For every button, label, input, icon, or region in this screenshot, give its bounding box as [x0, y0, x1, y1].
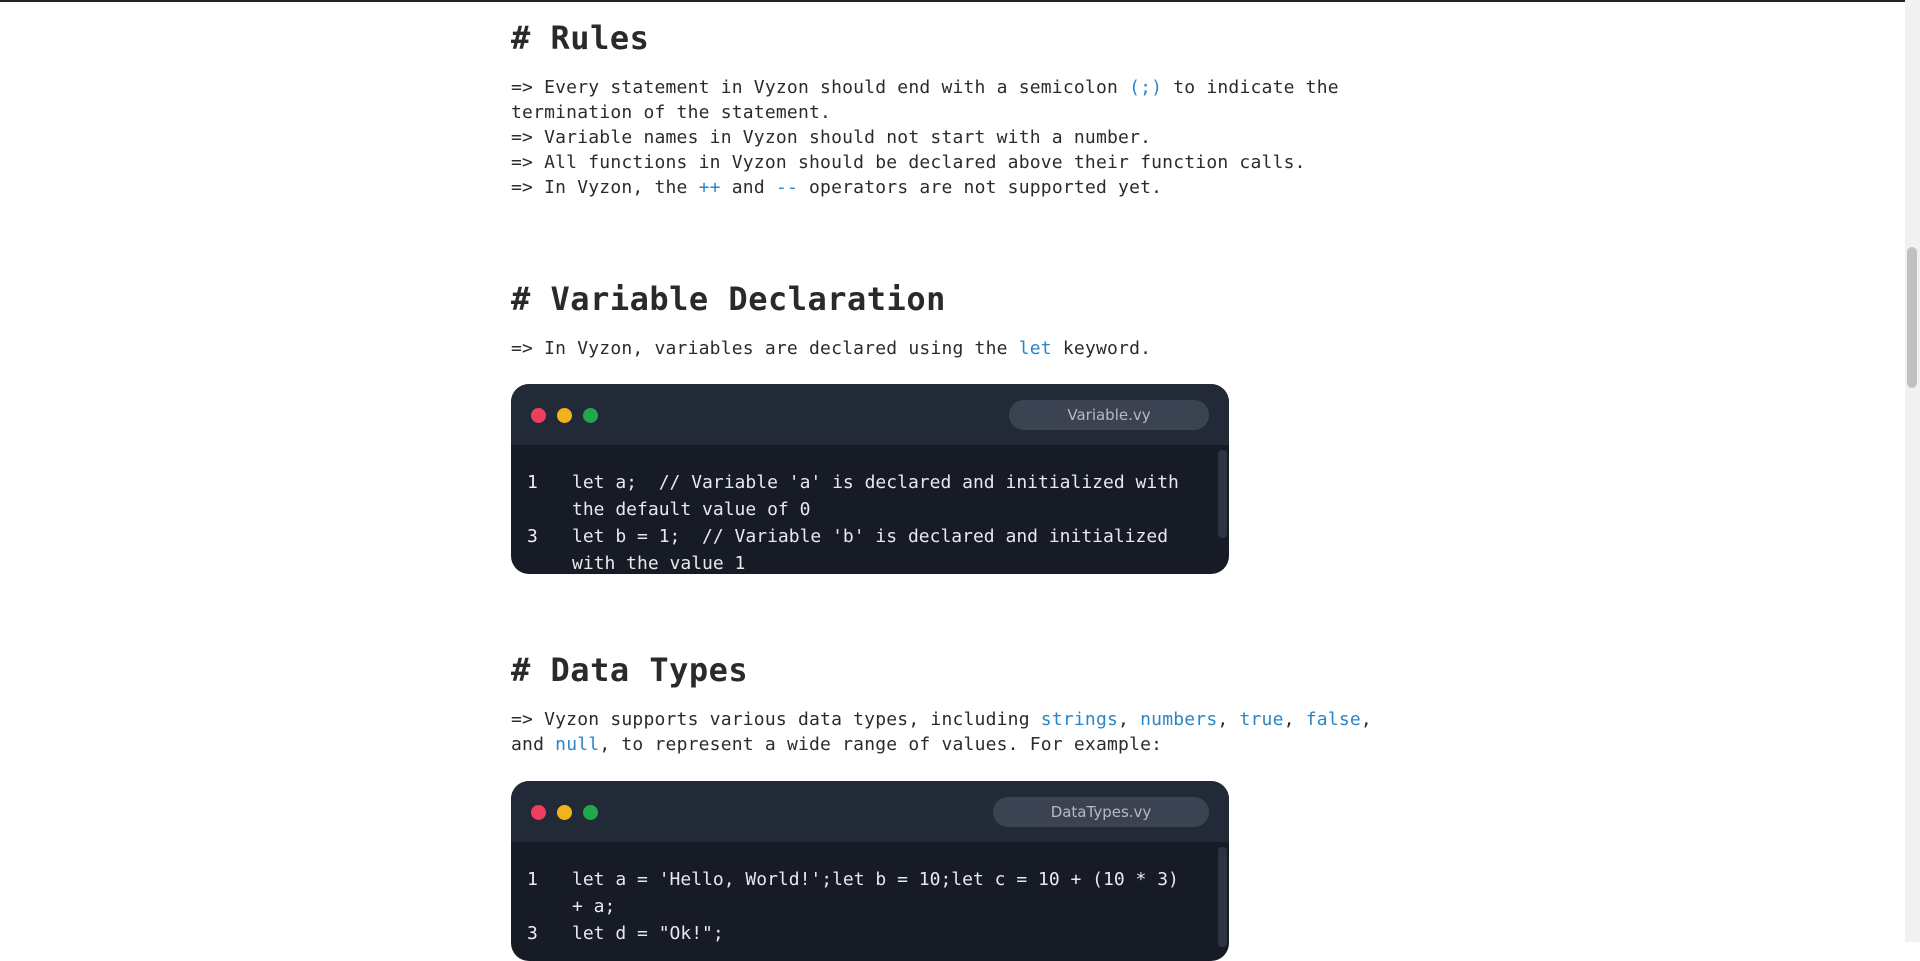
text-segment: => All functions in Vyzon should be decl…: [511, 152, 1306, 173]
code-window-titlebar: Variable.vy: [511, 384, 1229, 445]
line-number: 1: [527, 869, 538, 890]
text-segment: , and: [511, 709, 1383, 755]
keyword-text: null: [555, 734, 600, 755]
keyword-text: ++: [698, 177, 721, 198]
variable-declaration-heading: # Variable Declaration: [511, 280, 946, 318]
code-scrollbar[interactable]: [1218, 450, 1227, 538]
maximize-dot-icon[interactable]: [583, 805, 598, 820]
minimize-dot-icon[interactable]: [557, 805, 572, 820]
code-text: let a = 'Hello, World!';let b = 10;let c…: [572, 869, 1190, 917]
paragraph-line: => In Vyzon, the ++ and -- operators are…: [511, 175, 1391, 200]
paragraph-line: => In Vyzon, variables are declared usin…: [511, 336, 1391, 361]
line-number: 1: [527, 472, 538, 493]
page-scrollbar-track[interactable]: [1905, 0, 1920, 942]
code-body: 1 let a = 'Hello, World!';let b = 10;let…: [511, 842, 1229, 947]
text-segment: , to represent a wide range of values. F…: [599, 734, 1163, 755]
text-segment: => Vyzon supports various data types, in…: [511, 709, 1041, 730]
rules-heading: # Rules: [511, 19, 650, 57]
keyword-text: numbers: [1140, 709, 1218, 730]
text-segment: => In Vyzon, variables are declared usin…: [511, 338, 1019, 359]
page-scrollbar-thumb[interactable]: [1907, 247, 1917, 388]
code-line: 1 let a; // Variable 'a' is declared and…: [511, 469, 1229, 523]
keyword-text: false: [1305, 709, 1361, 730]
text-segment: operators are not supported yet.: [797, 177, 1163, 198]
text-segment: ,: [1118, 709, 1141, 730]
code-text: let d = "Ok!";: [572, 923, 724, 944]
paragraph-line: => All functions in Vyzon should be decl…: [511, 150, 1391, 175]
text-segment: to indicate the termination of the state…: [511, 77, 1350, 123]
text-segment: ,: [1283, 709, 1306, 730]
close-dot-icon[interactable]: [531, 805, 546, 820]
text-segment: => Variable names in Vyzon should not st…: [511, 127, 1152, 148]
top-border: [0, 0, 1920, 2]
keyword-text: let: [1018, 338, 1052, 359]
variable-declaration-text: => In Vyzon, variables are declared usin…: [511, 336, 1391, 361]
close-dot-icon[interactable]: [531, 408, 546, 423]
code-window-datatypes: DataTypes.vy 1 let a = 'Hello, World!';l…: [511, 781, 1229, 961]
filename-tab[interactable]: DataTypes.vy: [993, 797, 1209, 827]
paragraph-line: => Variable names in Vyzon should not st…: [511, 125, 1391, 150]
paragraph-line: => Every statement in Vyzon should end w…: [511, 75, 1391, 125]
keyword-text: --: [775, 177, 798, 198]
keyword-text: (;): [1129, 77, 1163, 98]
data-types-text: => Vyzon supports various data types, in…: [511, 707, 1391, 757]
text-segment: => Every statement in Vyzon should end w…: [511, 77, 1130, 98]
code-text: let a; // Variable 'a' is declared and i…: [572, 472, 1190, 520]
code-scrollbar[interactable]: [1218, 847, 1227, 947]
keyword-text: strings: [1040, 709, 1119, 730]
minimize-dot-icon[interactable]: [557, 408, 572, 423]
paragraph-line: => Vyzon supports various data types, in…: [511, 707, 1391, 757]
rules-list: => Every statement in Vyzon should end w…: [511, 75, 1391, 200]
text-segment: => In Vyzon, the: [511, 177, 699, 198]
keyword-text: true: [1239, 709, 1284, 730]
line-number: 3: [527, 923, 538, 944]
code-text: let b = 1; // Variable 'b' is declared a…: [572, 526, 1179, 574]
code-window-titlebar: DataTypes.vy: [511, 781, 1229, 842]
text-segment: keyword.: [1051, 338, 1152, 359]
maximize-dot-icon[interactable]: [583, 408, 598, 423]
code-window-variable: Variable.vy 1 let a; // Variable 'a' is …: [511, 384, 1229, 574]
code-line: 3 let d = "Ok!";: [511, 920, 1229, 947]
text-segment: and: [720, 177, 776, 198]
code-line: 1 let a = 'Hello, World!';let b = 10;let…: [511, 866, 1229, 920]
code-line: 3 let b = 1; // Variable 'b' is declared…: [511, 523, 1229, 574]
text-segment: ,: [1217, 709, 1240, 730]
line-number: 3: [527, 526, 538, 547]
data-types-heading: # Data Types: [511, 651, 749, 689]
code-body: 1 let a; // Variable 'a' is declared and…: [511, 445, 1229, 574]
filename-tab[interactable]: Variable.vy: [1009, 400, 1209, 430]
